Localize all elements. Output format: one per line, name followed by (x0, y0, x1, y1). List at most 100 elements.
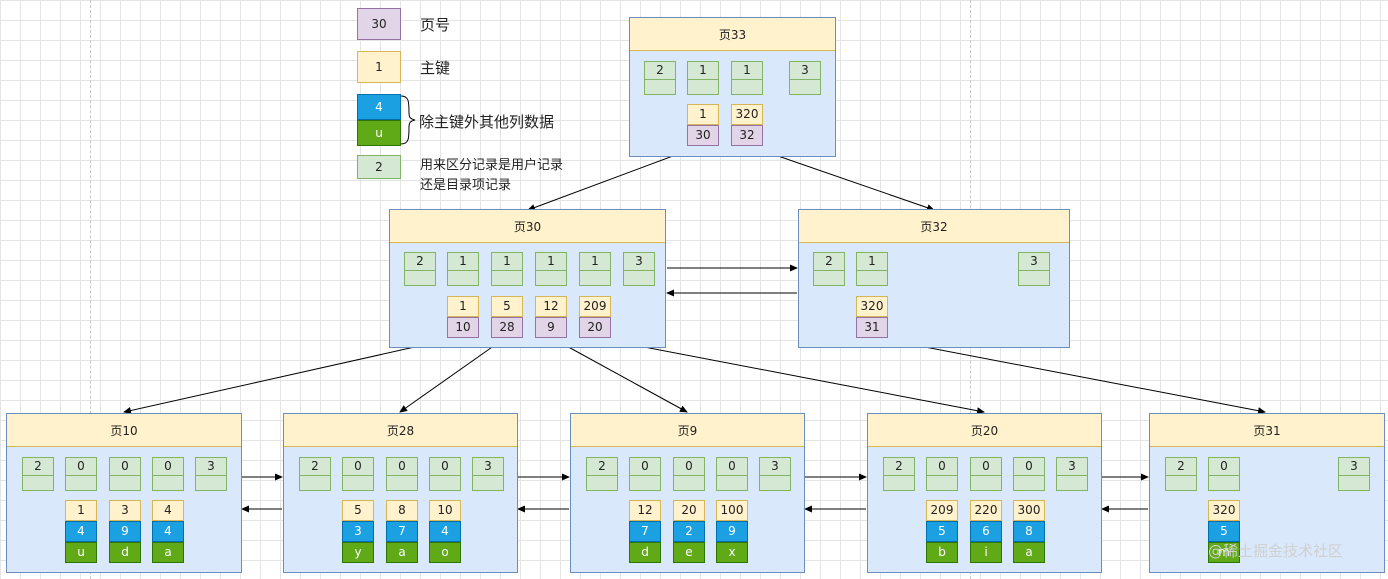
primary-key: 320 (856, 296, 888, 317)
primary-key: 320 (731, 104, 763, 125)
record-cell: 3 (1056, 457, 1088, 491)
page-30: 页30 2 1 1 1 1 3 1 5 12 209 10 28 9 20 (389, 209, 666, 348)
column-value: d (109, 542, 141, 563)
column-value: 9 (109, 521, 141, 542)
primary-key: 20 (673, 500, 705, 521)
record-cell: 2 (883, 457, 915, 491)
primary-key: 1 (687, 104, 719, 125)
page-title: 页33 (630, 18, 835, 51)
record-cell: 2 (813, 252, 845, 286)
column-value: 2 (673, 521, 705, 542)
child-pointer-arrow (596, 337, 985, 415)
page-31: 页31 2 0 3 320 5 m (1149, 413, 1385, 573)
legend-primary-key-label: 主键 (420, 59, 451, 77)
page-title: 页32 (799, 210, 1069, 243)
record-cell: 2 (586, 457, 618, 491)
column-value: u (65, 542, 97, 563)
record-cell: 0 (1208, 457, 1240, 491)
record-cell: 1 (579, 252, 611, 286)
page-28: 页28 2 0 0 0 3 5 8 10 3 7 4 y a o (283, 413, 518, 573)
child-page-number: 28 (491, 317, 523, 338)
primary-key: 4 (152, 500, 184, 521)
page-title: 页31 (1150, 414, 1384, 447)
child-page-number: 31 (856, 317, 888, 338)
record-cell: 3 (623, 252, 655, 286)
primary-key: 5 (342, 500, 374, 521)
column-value: 9 (716, 521, 748, 542)
page-title: 页20 (868, 414, 1101, 447)
primary-key: 3 (109, 500, 141, 521)
record-cell: 0 (342, 457, 374, 491)
record-cell: 1 (491, 252, 523, 286)
page-title: 页30 (390, 210, 665, 243)
page-10: 页10 2 0 0 0 3 1 3 4 4 9 4 u d a (6, 413, 242, 573)
child-page-number: 9 (535, 317, 567, 338)
record-cell: 1 (447, 252, 479, 286)
column-value: a (386, 542, 418, 563)
primary-key: 12 (535, 296, 567, 317)
record-cell: 1 (687, 61, 719, 95)
legend-record-type-swatch: 2 (357, 155, 401, 179)
child-page-number: 30 (687, 125, 719, 146)
legend-record-type-label-2: 还是目录项记录 (420, 178, 512, 193)
primary-key: 8 (386, 500, 418, 521)
column-value: y (342, 542, 374, 563)
record-cell: 2 (22, 457, 54, 491)
page-32: 页32 2 1 3 320 31 (798, 209, 1070, 348)
record-cell: 0 (1013, 457, 1045, 491)
column-value: o (429, 542, 461, 563)
legend-primary-key-swatch: 1 (357, 51, 401, 83)
primary-key: 10 (429, 500, 461, 521)
column-value: 4 (65, 521, 97, 542)
child-page-number: 20 (579, 317, 611, 338)
legend-column-swatch-1: 4 (357, 94, 401, 120)
primary-key: 220 (970, 500, 1002, 521)
child-pointer-arrow (123, 337, 456, 414)
legend-other-columns-label: 除主键外其他列数据 (419, 113, 555, 131)
record-cell: 3 (759, 457, 791, 491)
record-cell: 3 (789, 61, 821, 95)
column-value: m (1208, 542, 1240, 563)
record-cell: 0 (926, 457, 958, 491)
column-value: 5 (1208, 521, 1240, 542)
legend-page-number-swatch: 30 (357, 8, 401, 40)
primary-key: 320 (1208, 500, 1240, 521)
column-value: 8 (1013, 521, 1045, 542)
column-value: 7 (386, 521, 418, 542)
record-cell: 1 (856, 252, 888, 286)
primary-key: 1 (65, 500, 97, 521)
legend-page-number-label: 页号 (420, 16, 451, 34)
record-cell: 2 (404, 252, 436, 286)
record-cell: 0 (429, 457, 461, 491)
primary-key: 12 (629, 500, 661, 521)
record-cell: 0 (152, 457, 184, 491)
child-page-number: 32 (731, 125, 763, 146)
record-cell: 3 (195, 457, 227, 491)
primary-key: 1 (447, 296, 479, 317)
record-cell: 0 (673, 457, 705, 491)
legend-column-swatch-2: u (357, 120, 401, 146)
record-cell: 1 (731, 61, 763, 95)
record-cell: 3 (1338, 457, 1370, 491)
page-9: 页9 2 0 0 0 3 12 20 100 7 2 9 d e x (570, 413, 805, 573)
record-cell: 0 (109, 457, 141, 491)
record-cell: 2 (644, 61, 676, 95)
grid-guide-left (90, 0, 91, 579)
record-cell: 3 (472, 457, 504, 491)
primary-key: 209 (579, 296, 611, 317)
primary-key: 100 (716, 500, 748, 521)
column-value: 6 (970, 521, 1002, 542)
column-value: i (970, 542, 1002, 563)
legend-record-type-label-1: 用来区分记录是用户记录 (420, 158, 564, 173)
record-cell: 0 (970, 457, 1002, 491)
primary-key: 209 (926, 500, 958, 521)
record-cell: 0 (65, 457, 97, 491)
column-value: e (673, 542, 705, 563)
record-cell: 0 (629, 457, 661, 491)
page-title: 页28 (284, 414, 517, 447)
record-cell: 1 (535, 252, 567, 286)
column-value: x (716, 542, 748, 563)
column-value: b (926, 542, 958, 563)
record-cell: 2 (299, 457, 331, 491)
column-value: 3 (342, 521, 374, 542)
